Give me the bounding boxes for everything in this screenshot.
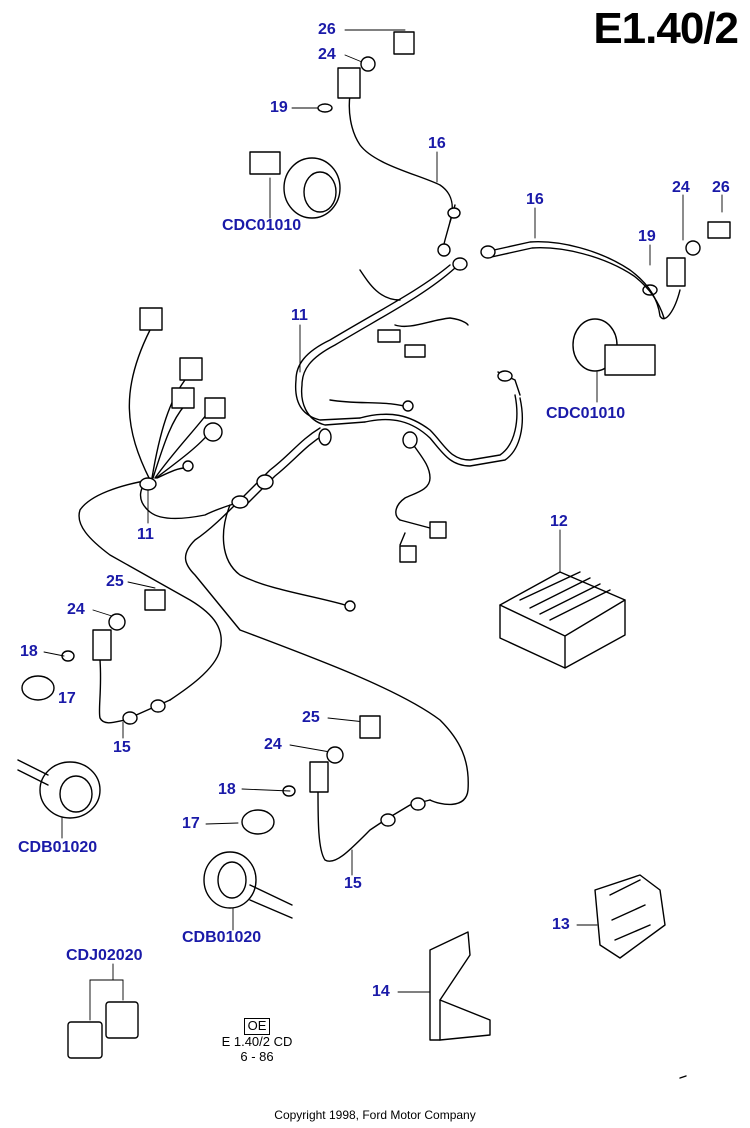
callout-24-left: 24 [67,601,85,618]
page-title: E1.40/2 [593,4,739,53]
bracket-14 [429,931,491,1041]
callout-25-mid: 25 [302,709,320,726]
center-connectors [377,329,521,563]
sensor-top [317,31,468,271]
callout-15-left: 15 [113,739,131,756]
callout-13: 13 [552,916,570,933]
callout-16-mid: 16 [526,191,544,208]
reference-line-1: E 1.40/2 CD [221,1033,293,1049]
callout-19-right: 19 [638,228,656,245]
callout-cdc01010-left: CDC01010 [222,217,302,234]
reference-block: OE E 1.40/2 CD 6 - 86 [212,1018,302,1065]
leader-lines [43,29,723,1021]
callout-cdb01020-left: CDB01020 [18,839,98,856]
callout-24-top: 24 [318,46,336,63]
callout-cdj02020: CDJ02020 [66,947,143,964]
cdc-shaft-top [249,151,341,219]
callout-11-mid: 11 [291,307,308,324]
sensor-mid [203,715,431,919]
callout-25-left: 25 [106,573,124,590]
reference-line-2: 6 - 86 [240,1048,274,1064]
callout-16-top: 16 [428,135,446,152]
callout-24-right: 24 [672,179,690,196]
callout-18-left: 18 [20,643,38,660]
cdj-connectors [67,1001,139,1059]
callout-cdb01020-mid: CDB01020 [182,929,262,946]
callout-26-top: 26 [318,21,336,38]
callout-18-mid: 18 [218,781,236,798]
bracket-13 [594,874,666,959]
callout-cdc01010-right: CDC01010 [546,405,626,422]
sensor-right [480,221,731,320]
callout-26-right: 26 [712,179,730,196]
callout-24-mid: 24 [264,736,282,753]
callout-15-mid: 15 [344,875,362,892]
callout-17-left: 17 [58,690,76,707]
left-pigtails [128,307,418,612]
cdc-shaft-right [572,318,656,376]
module-12 [499,571,626,669]
sensor-left [17,589,171,819]
reference-box: OE [243,1018,271,1035]
callout-14: 14 [372,983,390,1000]
callout-12: 12 [550,513,568,530]
copyright: Copyright 1998, Ford Motor Company [274,1108,476,1122]
callout-11-left: 11 [137,526,154,543]
callout-19-top: 19 [270,99,288,116]
callout-17-mid: 17 [182,815,200,832]
